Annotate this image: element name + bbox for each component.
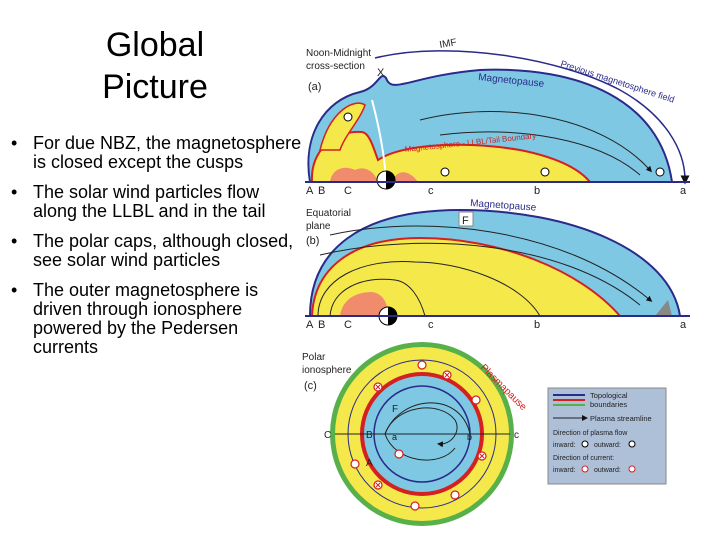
axis-a-label: C [344, 185, 352, 197]
bullet-item: •The polar caps, although closed, see so… [11, 231, 294, 270]
axis-b-label: c [428, 319, 434, 331]
axis-b-label: a [680, 319, 687, 331]
legend-current-outward: outward: [594, 467, 621, 474]
legend: Topological boundaries Plasma streamline… [547, 387, 667, 485]
axis-a-label: c [428, 185, 434, 197]
axis-a-label: B [318, 185, 325, 197]
salmon-region-b [340, 292, 388, 316]
bullet-item: •The solar wind particles flow along the… [11, 182, 266, 221]
axis-b-label: B [318, 319, 325, 331]
label-small-a: a [392, 432, 397, 442]
flow-marker [343, 112, 353, 122]
magnetopause-label-b: Magnetopause [470, 198, 537, 214]
imf-label: IMF [439, 37, 458, 51]
bullet-text: The polar caps, although closed, see sol… [33, 231, 294, 270]
panel-a-tag: (a) [308, 81, 321, 93]
panel-b: Equatorial plane (b) Magnetopause F A B … [305, 198, 690, 331]
axis-a-label: A [306, 185, 314, 197]
axis-b-label: A [306, 319, 314, 331]
label-small-b: b [467, 432, 472, 442]
legend-current-inward: inward: [553, 467, 576, 474]
legend-streamline: Plasma streamline [590, 414, 652, 423]
panel-a-header-1: Noon-Midnight [306, 48, 371, 59]
legend-flow-inward: inward: [553, 442, 576, 449]
legend-flow-outward: outward: [594, 442, 621, 449]
legend-flow-title: Direction of plasma flow [553, 430, 628, 437]
title-line-1: Global [105, 26, 205, 64]
panel-c-header-1: Polar [302, 352, 326, 363]
panel-b-header-2: plane [306, 221, 331, 232]
bullet-item: •The outer magnetosphere is driven throu… [11, 280, 259, 357]
salmon-region-a [330, 167, 378, 182]
bullet-text: The outer magnetosphere is driven throug… [33, 280, 259, 357]
cusp-region [319, 102, 366, 151]
title-line-2: Picture [102, 68, 208, 106]
label-c-right: c [514, 430, 519, 441]
bullet-text: The solar wind particles flow along the … [33, 182, 266, 221]
x-mark: X [377, 67, 385, 79]
axis-a-label: b [534, 185, 540, 197]
panel-b-tag: (b) [306, 235, 319, 247]
panel-c-header-2: ionosphere [302, 365, 352, 376]
label-a: A [366, 458, 373, 469]
streamline-a [419, 111, 653, 173]
label-c-left: C [324, 430, 331, 441]
panel-b-header-1: Equatorial [306, 208, 351, 219]
f-mark-b: F [462, 215, 469, 227]
label-b: B [366, 430, 373, 441]
panel-c: Polar ionosphere (c) Plasmapause F C B A… [302, 342, 529, 526]
bullet-list: •For due NBZ, the magnetosphere is close… [8, 134, 303, 368]
panel-c-tag: (c) [304, 380, 317, 392]
axis-b-label: b [534, 319, 540, 331]
salmon-region-a2 [392, 172, 418, 182]
axis-a-label: a [680, 185, 687, 197]
legend-boundaries: boundaries [590, 400, 627, 409]
slide-title: Global Picture [80, 24, 230, 108]
bullet-text: For due NBZ, the magnetosphere is closed… [33, 133, 302, 172]
axis-b-label: C [344, 319, 352, 331]
label-f: F [392, 404, 398, 415]
panel-a-header-2: cross-section [306, 61, 365, 72]
yellow-region-b [310, 236, 623, 317]
streamline-b [329, 225, 653, 302]
panel-a: Noon-Midnight cross-section (a) X IMF Pr… [305, 37, 690, 197]
legend-current-title: Direction of current: [553, 455, 614, 462]
bullet-item: •For due NBZ, the magnetosphere is close… [11, 133, 302, 172]
legend-topological: Topological [590, 391, 628, 400]
previous-field-line [374, 50, 690, 185]
streamline-a2 [439, 131, 641, 176]
